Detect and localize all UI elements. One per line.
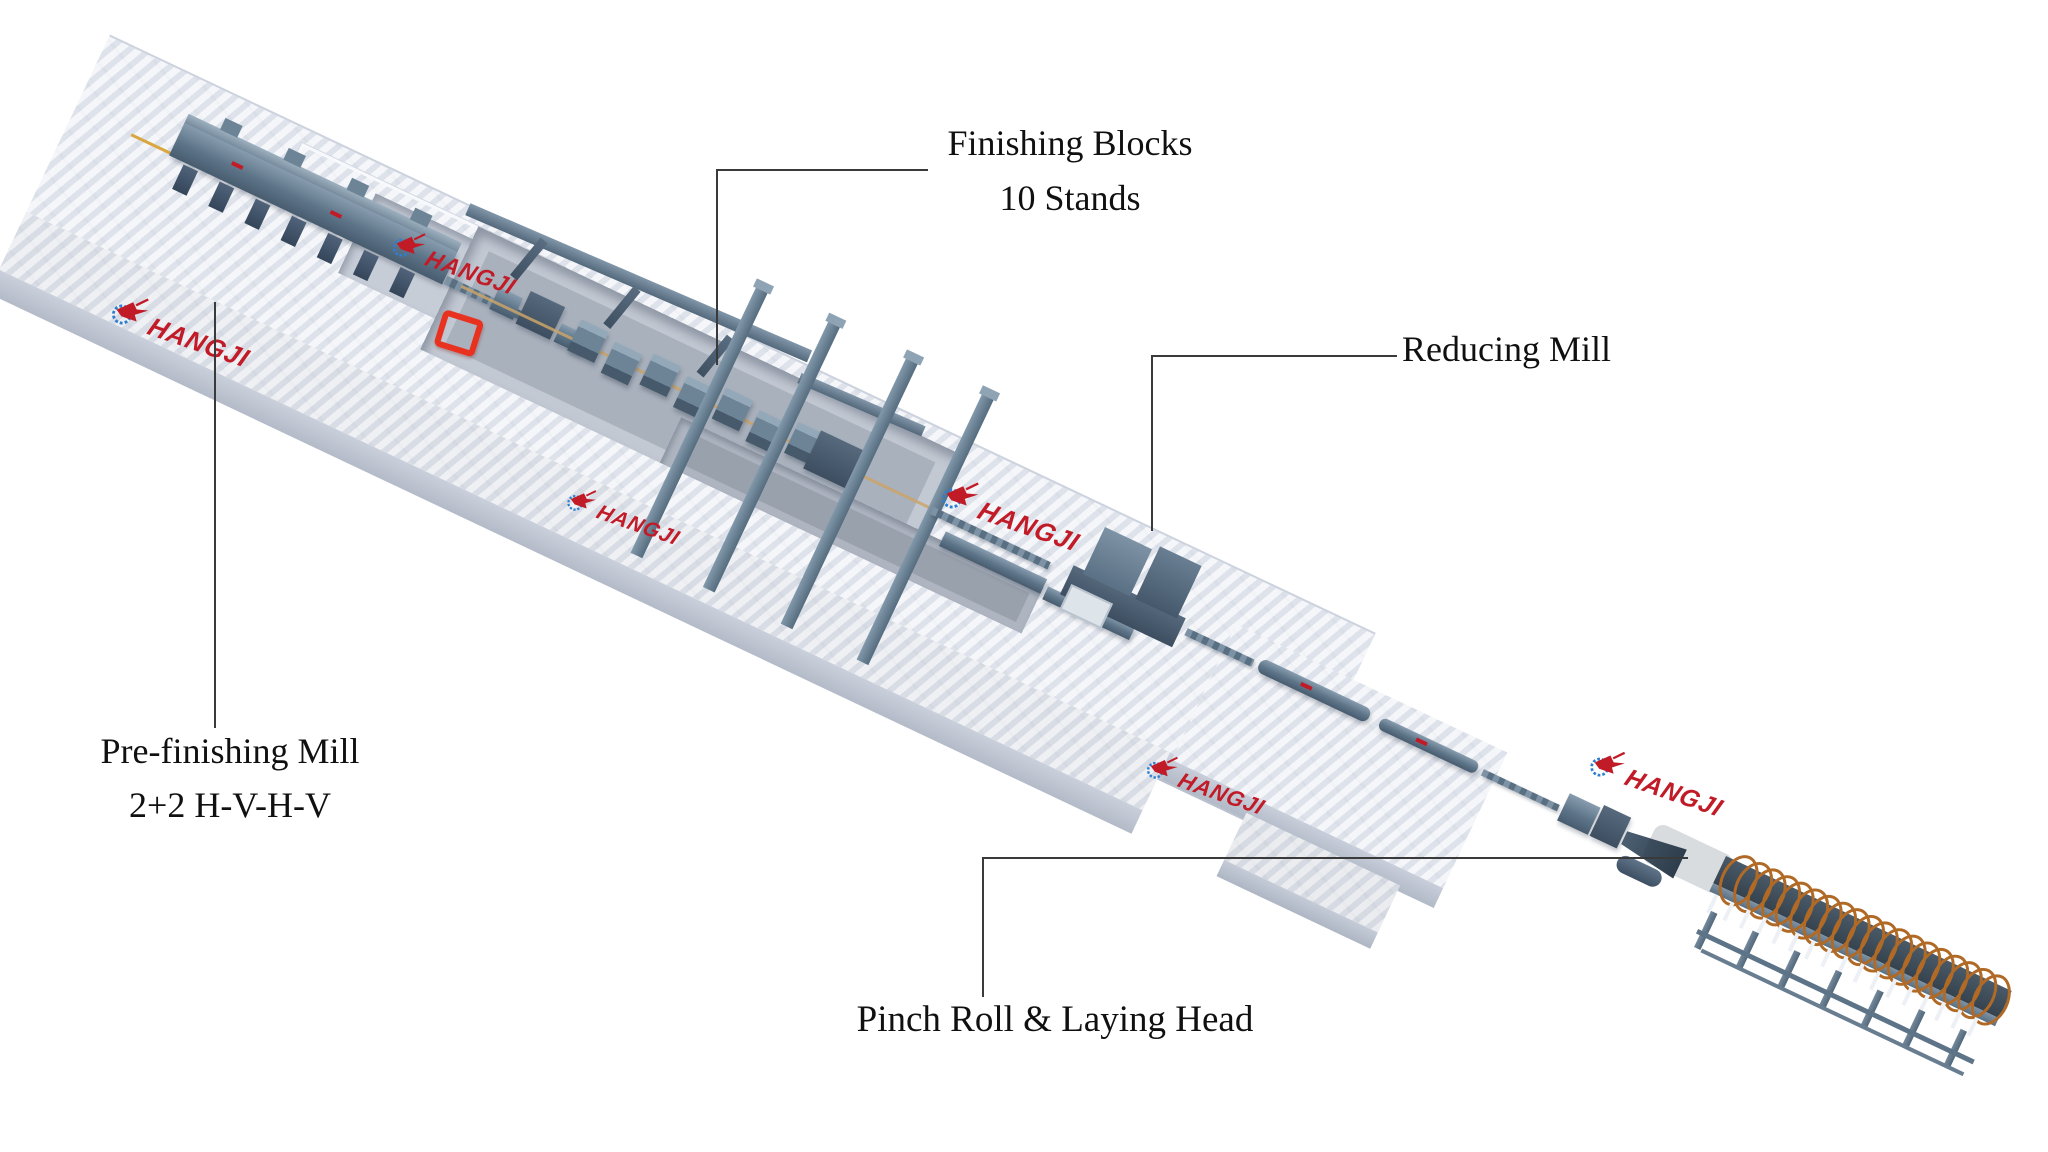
leader-finishing-blocks-v <box>716 169 718 365</box>
conveyor-post <box>1722 901 1735 922</box>
conveyor-post <box>1950 1009 1963 1029</box>
label-finishing-blocks-line2: 10 Stands <box>999 177 1141 218</box>
label-reducing-mill: Reducing Mill <box>1402 329 1611 369</box>
leader-reducing-mill-h <box>1151 355 1397 357</box>
conveyor-post <box>1868 970 1882 991</box>
foundation-leg <box>316 232 343 265</box>
hangji-logo-mark-icon <box>392 233 426 257</box>
label-finishing-blocks-line1: Finishing Blocks <box>947 123 1193 163</box>
conveyor-post <box>1852 963 1865 983</box>
conveyor-post <box>1738 909 1751 929</box>
hangji-floor-logo: HANGJI <box>562 482 685 550</box>
conveyor-post <box>1966 1016 1979 1037</box>
leader-reducing-mill-v <box>1151 355 1153 531</box>
foundation-leg <box>244 198 271 230</box>
conveyor-post <box>1934 1001 1947 1022</box>
label-pinch-roll-laying-head: Pinch Roll & Laying Head <box>856 999 1254 1040</box>
hangji-logo-text: HANGJI <box>1620 764 1728 823</box>
leader-finishing-blocks-h <box>716 169 928 171</box>
conveyor-post <box>1803 939 1817 960</box>
label-pre-finishing-line2: 2+2 H-V-H-V <box>129 785 331 825</box>
foundation-leg <box>389 267 416 299</box>
machine-logo-mark <box>231 161 244 170</box>
conveyor-legs <box>1694 884 1996 1068</box>
foundation-leg <box>352 249 379 282</box>
roller-table <box>1480 769 1560 812</box>
leader-pre-finishing-v <box>214 302 216 728</box>
machine-logo-mark <box>1299 681 1313 691</box>
machine-logo-mark <box>329 209 343 219</box>
foundation-leg <box>280 215 307 247</box>
conveyor-post <box>1901 986 1914 1006</box>
hangji-logo-mark-icon <box>1590 751 1626 777</box>
conveyor-post <box>1771 924 1784 945</box>
hangji-logo-mark-icon <box>941 482 979 509</box>
conveyor-post <box>1885 978 1898 999</box>
hangji-floor-logo: HANGJI <box>936 472 1087 557</box>
hangji-logo-mark-icon <box>567 490 597 511</box>
hangji-floor-logo: HANGJI <box>106 288 257 373</box>
conveyor-post <box>1820 947 1833 968</box>
machine-logo-mark <box>1415 737 1428 747</box>
label-pre-finishing-line1: Pre-finishing Mill <box>100 731 360 771</box>
label-finishing-blocks: Finishing Blocks 10 Stands <box>905 116 1235 225</box>
hangji-floor-logo: HANGJI <box>1584 742 1729 822</box>
foundation-leg <box>208 181 235 213</box>
hangji-logo-mark-icon <box>111 298 149 325</box>
leader-pinch-roll-h <box>982 857 1688 859</box>
hangji-logo-mark-icon <box>1146 756 1178 779</box>
label-pre-finishing-mill: Pre-finishing Mill 2+2 H-V-H-V <box>40 724 420 832</box>
hangji-floor-logo: HANGJI <box>387 224 522 299</box>
hangji-floor-logo: HANGJI <box>1142 748 1271 820</box>
leader-pinch-roll-v <box>982 857 984 997</box>
